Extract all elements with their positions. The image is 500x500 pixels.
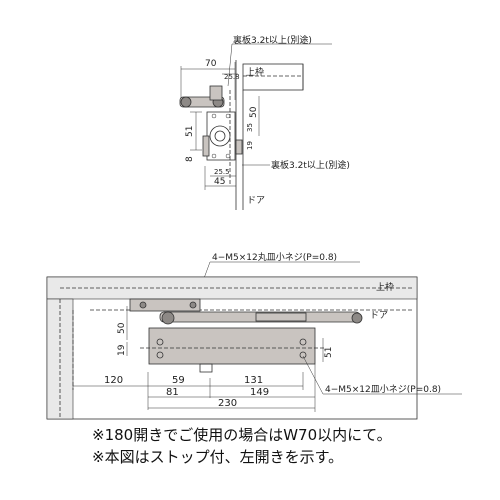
back-plate-note-right: 裏板3.2t以上(別途) xyxy=(271,159,350,171)
dim-50-top: 50 xyxy=(249,106,259,118)
door-label-top: ドア xyxy=(247,196,265,206)
dim-25-5: 25.5 xyxy=(214,168,230,176)
dim-45: 45 xyxy=(214,177,225,187)
dim-70-top: 70 xyxy=(205,59,217,69)
dim-51-top: 51 xyxy=(185,126,195,137)
dim-51-front: 51 xyxy=(324,347,334,358)
dim-19-front: 19 xyxy=(117,344,127,356)
dim-81: 81 xyxy=(166,387,179,398)
top-view: 裏板3.2t以上(別途) 70 25.8 上枠 xyxy=(179,34,350,210)
dim-50-front: 50 xyxy=(117,322,127,334)
note-180-opening: ※180開きでご使用の場合はW70以内にて。 xyxy=(92,426,392,444)
dim-59: 59 xyxy=(172,375,185,386)
dim-120: 120 xyxy=(104,375,123,386)
dim-35: 35 xyxy=(246,123,254,132)
screw-note-bottom: 4−M5×12皿小ネジ(P=0.8) xyxy=(325,384,441,395)
dim-19-top: 19 xyxy=(246,141,254,150)
dim-131: 131 xyxy=(244,375,263,386)
dim-149: 149 xyxy=(250,387,269,398)
back-plate-note-top: 裏板3.2t以上(別途) xyxy=(233,34,312,46)
dim-25-8: 25.8 xyxy=(224,73,240,81)
dim-230: 230 xyxy=(218,398,237,409)
frame-label-top: 上枠 xyxy=(246,66,264,78)
screw-note-top: 4−M5×12丸皿小ネジ(P=0.8) xyxy=(212,251,337,263)
note-stop-left-opening: ※本図はストップ付、左開きを示す。 xyxy=(92,448,344,466)
front-view: 4−M5×12丸皿小ネジ(P=0.8) 上枠 ドア 50 xyxy=(46,251,462,420)
door-label-front: ドア xyxy=(370,311,388,321)
frame-label-front: 上枠 xyxy=(376,281,394,293)
dim-8-top: 8 xyxy=(185,156,195,162)
